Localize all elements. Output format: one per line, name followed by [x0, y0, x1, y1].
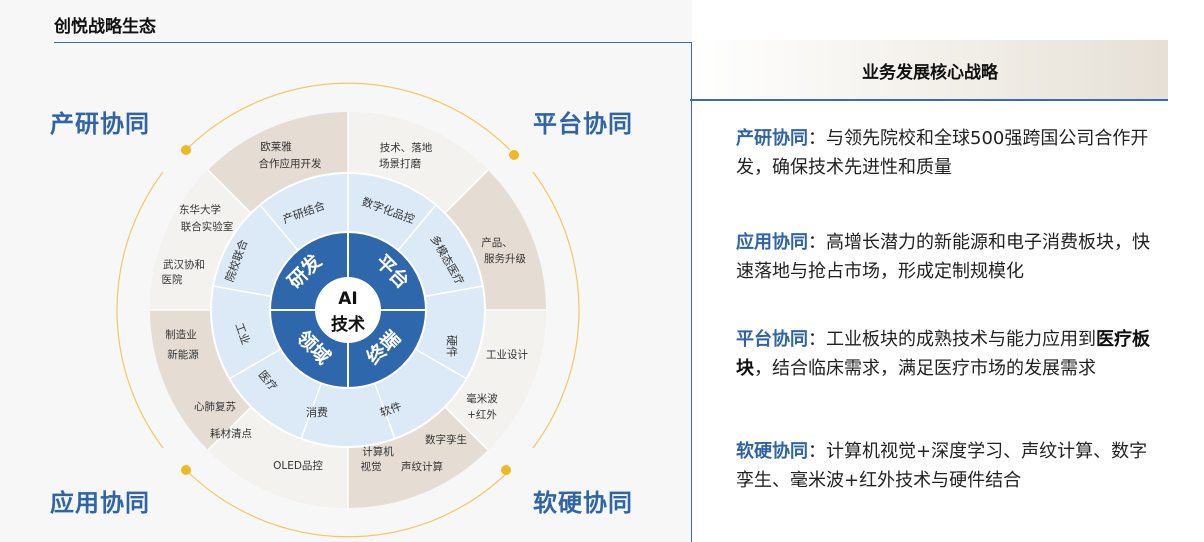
- strategy-text: 计算机视觉+深度学习、声纹计算、数字孪生、毫米波+红外技术与硬件结合: [736, 441, 1148, 491]
- strategy-item: 产研协同：与领先院校和全球500强跨国公司合作开发，确保技术先进性和质量: [736, 124, 1156, 182]
- outer-ring-label: 联合实验室: [181, 220, 234, 233]
- strategy-label: 软硬协同: [736, 441, 808, 462]
- outer-ring-label: 数字孪生: [425, 433, 467, 446]
- strategy-separator: ：: [808, 441, 826, 462]
- page-title: 创悦战略生态: [54, 17, 156, 37]
- center-label-tech: 技术: [331, 314, 365, 335]
- orbit-arc-top: [185, 82, 511, 151]
- outer-ring-label: 技术、落地: [380, 141, 433, 154]
- strategy-label: 产研协同: [736, 128, 808, 149]
- outer-ring-label: 制造业: [165, 328, 197, 341]
- corner-label-bottom-right: 软硬协同: [533, 489, 633, 517]
- orbit-dot: [509, 150, 519, 160]
- strategy-item: 应用协同：高增长潜力的新能源和电子消费板块，快速落地与抢占市场，形成定制规模化: [736, 228, 1156, 286]
- orbit-dot: [501, 465, 511, 475]
- orbit-arc-right: [532, 171, 580, 449]
- outer-ring-label: 合作应用开发: [259, 157, 322, 170]
- corner-label-top-left: 产研协同: [50, 110, 150, 138]
- outer-ring-label: 耗材清点: [210, 427, 252, 440]
- right-panel-divider: [690, 99, 1168, 101]
- strategy-text: 与领先院校和全球500强跨国公司合作开发，确保技术先进性和质量: [736, 128, 1149, 178]
- outer-ring-label: 工业设计: [486, 348, 528, 361]
- outer-ring-label: 东华大学: [179, 203, 221, 216]
- orbit-dot: [181, 145, 191, 155]
- outer-ring-label: 医院: [162, 273, 183, 286]
- outer-ring-label: 产品、: [481, 236, 513, 249]
- strategy-text: ，结合临床需求，满足医疗市场的发展需求: [754, 358, 1096, 379]
- strategy-item: 软硬协同：计算机视觉+深度学习、声纹计算、数字孪生、毫米波+红外技术与硬件结合: [736, 437, 1156, 495]
- strategy-separator: ：: [808, 232, 826, 253]
- title-divider: [54, 42, 692, 43]
- orbit-arc-bottom: [185, 469, 511, 538]
- center-hub: [315, 277, 381, 343]
- right-panel-header: 业务发展核心战略: [692, 40, 1168, 100]
- outer-ring-label: 新能源: [167, 348, 199, 361]
- outer-ring-label: 视觉: [361, 460, 382, 473]
- middle-ring-label: 消费: [306, 405, 328, 419]
- outer-ring-label: +红外: [467, 408, 497, 421]
- strategy-label: 平台协同: [736, 329, 808, 350]
- ecosystem-diagram: AI 技术 研发 平台 领域 终端 产研结合 数字化品控 多模态医疗 硬件 软件…: [116, 82, 580, 538]
- strategy-text: 工业板块的成熟技术与能力应用到: [826, 329, 1096, 350]
- strategy-text-bold: 医疗板块: [736, 329, 1150, 379]
- outer-ring-label: 毫米波: [466, 392, 498, 405]
- strategy-label: 应用协同: [736, 232, 808, 253]
- corner-label-top-right: 平台协同: [533, 110, 633, 138]
- middle-ring-label: 硬件: [445, 335, 458, 357]
- orbit-dot: [181, 465, 191, 475]
- orbit-arcs: [116, 82, 580, 538]
- center-label-ai: AI: [338, 289, 357, 309]
- strategy-text: 高增长潜力的新能源和电子消费板块，快速落地与抢占市场，形成定制规模化: [736, 232, 1150, 282]
- corner-label-bottom-left: 应用协同: [50, 489, 150, 517]
- outer-ring-label: 声纹计算: [401, 460, 443, 473]
- outer-ring-label: 场景打磨: [379, 157, 421, 170]
- strategy-item: 平台协同：工业板块的成熟技术与能力应用到医疗板块，结合临床需求，满足医疗市场的发…: [736, 325, 1156, 383]
- strategy-separator: ：: [808, 329, 826, 350]
- outer-ring-label: OLED品控: [273, 459, 323, 472]
- outer-ring-label: 武汉协和: [163, 258, 205, 271]
- outer-ring-label: 服务升级: [484, 252, 526, 265]
- outer-ring-label: 心肺复苏: [194, 400, 236, 413]
- orbit-arc-left: [116, 171, 164, 449]
- panel-divider: [691, 42, 692, 542]
- strategy-separator: ：: [808, 128, 826, 149]
- outer-ring-label: 欧莱雅: [260, 140, 292, 153]
- outer-ring-label: 计算机: [362, 445, 394, 458]
- right-panel-title: 业务发展核心战略: [862, 63, 998, 83]
